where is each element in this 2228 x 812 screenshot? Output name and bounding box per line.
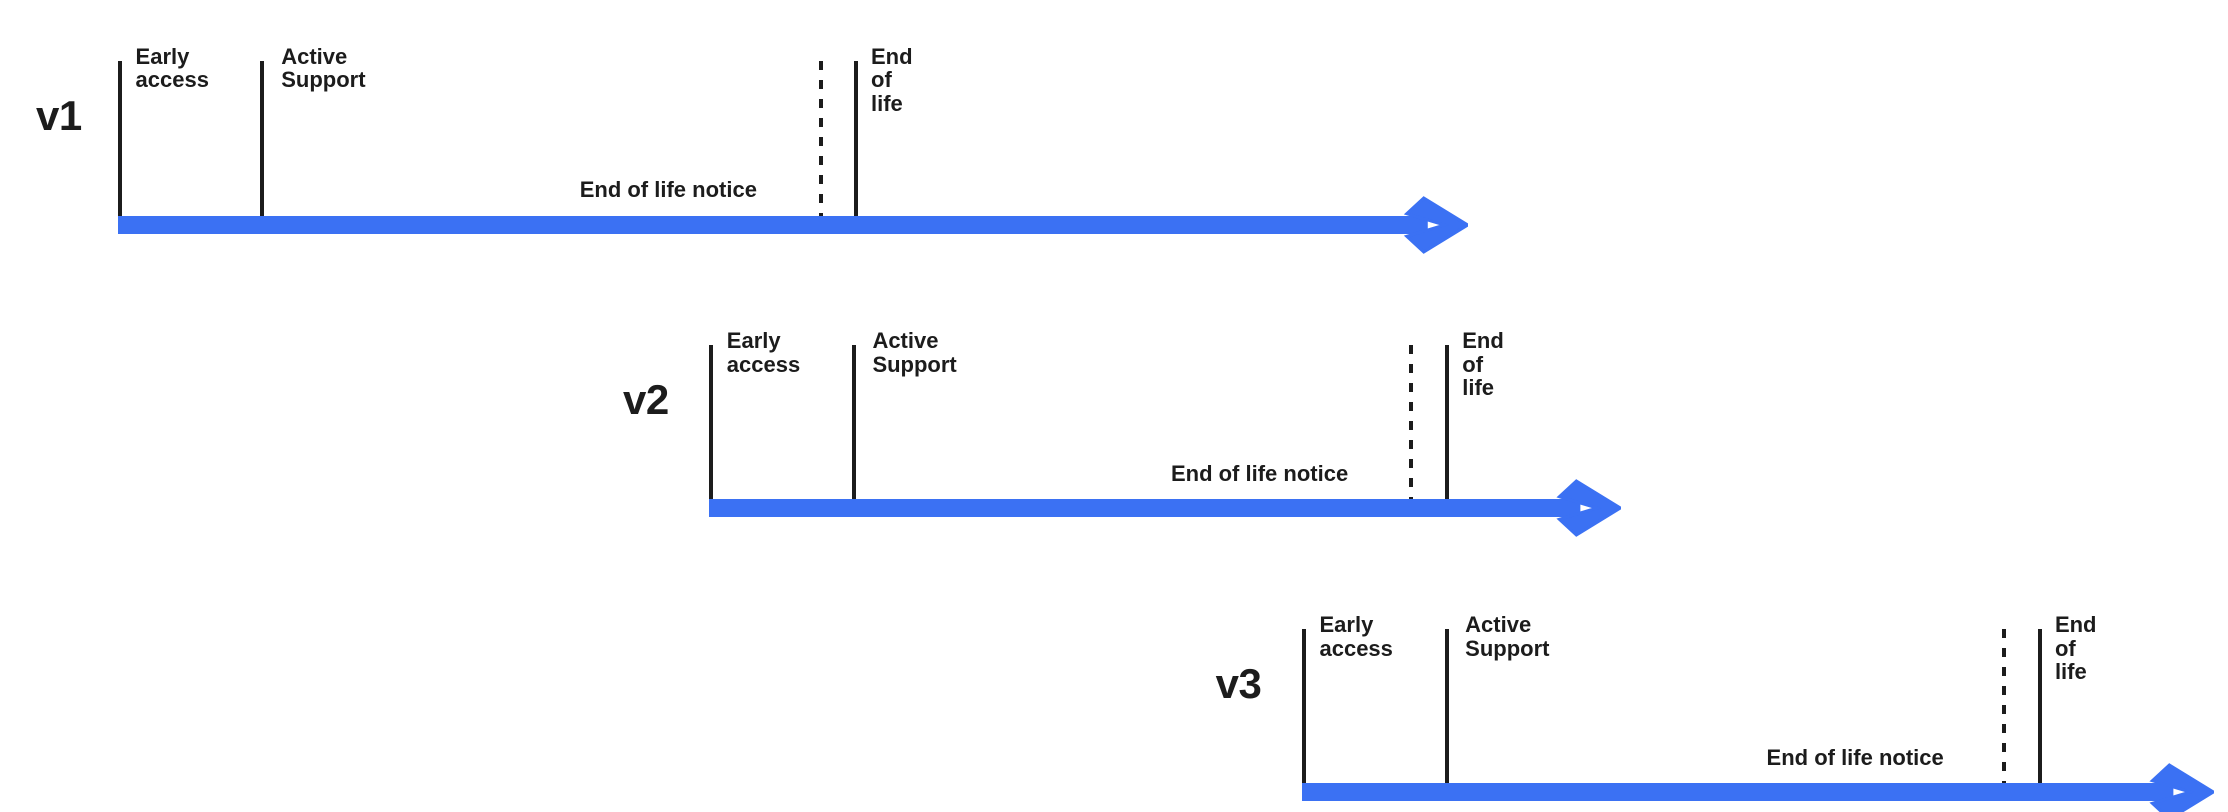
version-label-v3: v3 bbox=[1215, 660, 1262, 708]
tick-early-access-start-v1 bbox=[118, 60, 123, 217]
version-label-v2: v2 bbox=[622, 376, 669, 424]
timeline-arrow-v3 bbox=[1302, 763, 2214, 812]
arrow-head bbox=[1556, 479, 1621, 537]
tick-active-support-start-v3 bbox=[1444, 628, 1449, 784]
tick-active-support-start-v1 bbox=[259, 60, 264, 217]
tick-end-of-life-start-v2 bbox=[1444, 344, 1449, 499]
stage-label-active-support-v1: Active Support bbox=[281, 43, 366, 93]
tick-early-access-start-v3 bbox=[1302, 628, 1307, 784]
arrow-shaft bbox=[1302, 783, 2174, 802]
tick-active-support-start-v2 bbox=[852, 344, 857, 499]
tick-end-of-life-notice-marker-v1 bbox=[819, 60, 824, 217]
tick-end-of-life-start-v3 bbox=[2037, 628, 2042, 784]
arrow-shaft bbox=[709, 498, 1581, 517]
arrow-head bbox=[2149, 763, 2214, 812]
notice-label-v3: End of life notice bbox=[1766, 744, 1944, 770]
stage-label-end-of-life-v1: End of life bbox=[871, 43, 913, 117]
stage-label-active-support-v2: Active Support bbox=[872, 327, 957, 377]
tick-end-of-life-start-v1 bbox=[853, 60, 858, 217]
notice-label-v2: End of life notice bbox=[1170, 460, 1349, 486]
stage-label-active-support-v3: Active Support bbox=[1465, 611, 1550, 661]
tick-early-access-start-v2 bbox=[709, 344, 714, 499]
stage-label-early-access-v1: Early access bbox=[135, 43, 209, 93]
tick-end-of-life-notice-marker-v2 bbox=[1408, 344, 1413, 499]
tick-end-of-life-notice-marker-v3 bbox=[2001, 628, 2006, 784]
arrow-shaft bbox=[118, 216, 1429, 235]
stage-label-early-access-v2: Early access bbox=[726, 327, 801, 377]
stage-label-early-access-v3: Early access bbox=[1319, 611, 1393, 661]
stage-label-end-of-life-v2: End of life bbox=[1462, 327, 1504, 401]
timeline-arrow-v2 bbox=[709, 479, 1621, 537]
timeline-arrow-v1 bbox=[118, 196, 1468, 255]
arrow-head bbox=[1404, 196, 1468, 255]
stage-label-end-of-life-v3: End of life bbox=[2054, 611, 2097, 685]
notice-label-v1: End of life notice bbox=[579, 176, 757, 202]
version-label-v1: v1 bbox=[36, 92, 82, 140]
